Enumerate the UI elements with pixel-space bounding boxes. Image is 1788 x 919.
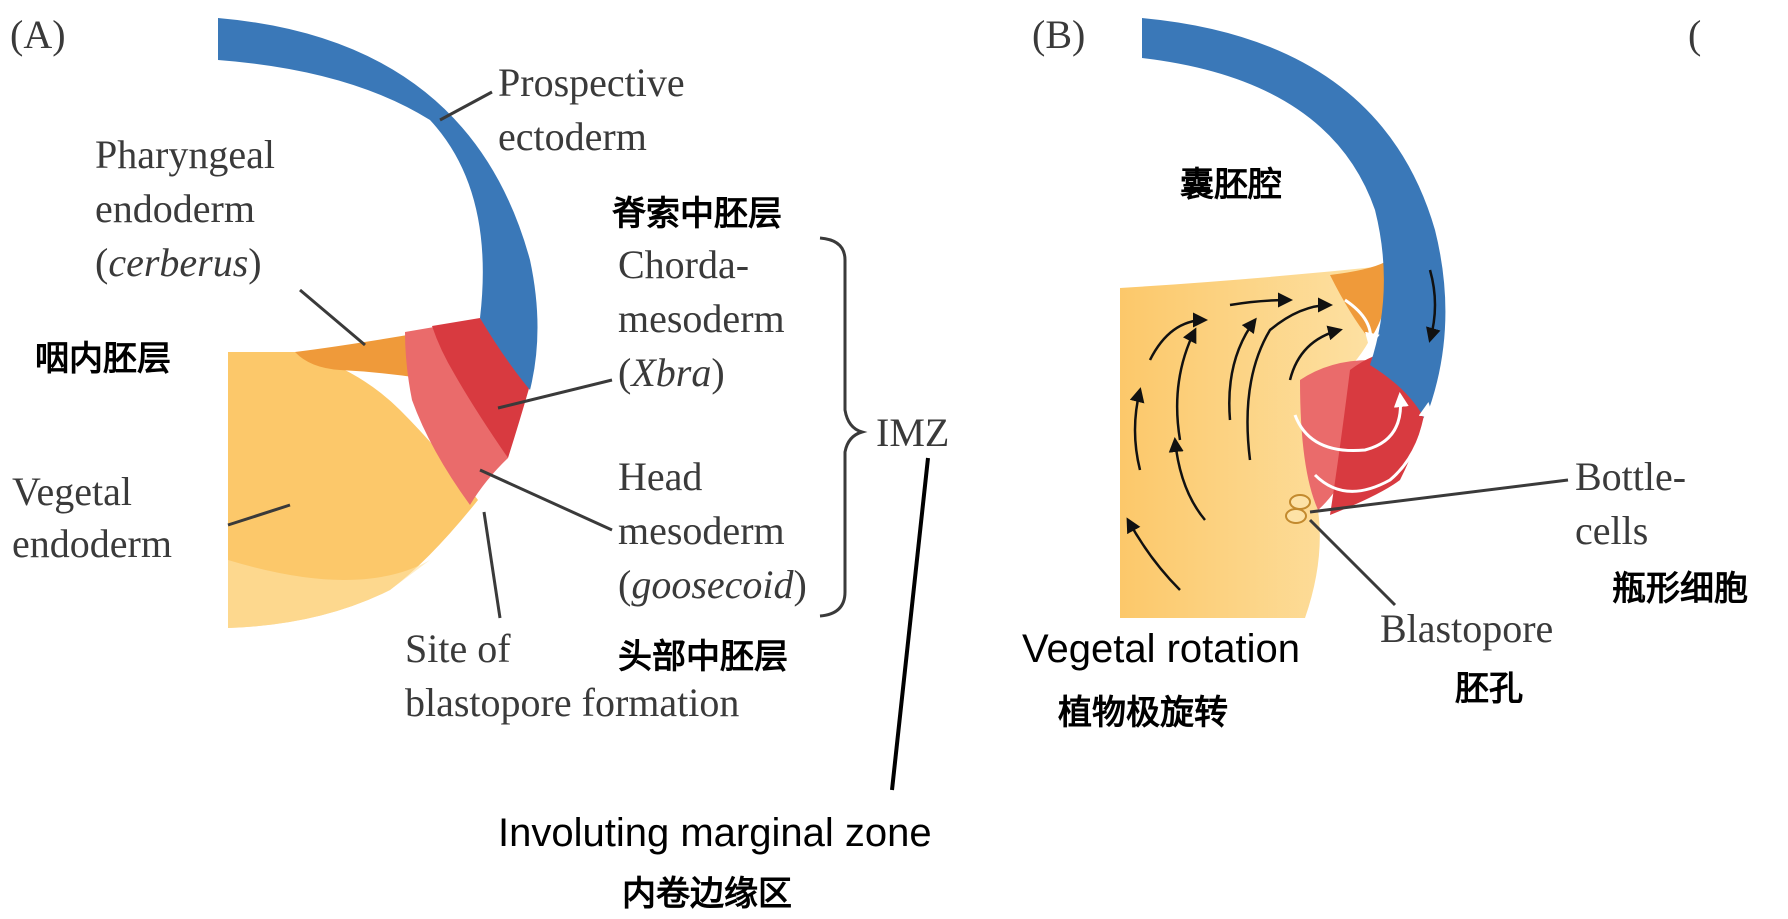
leader-site-of-blastopore <box>482 511 502 619</box>
label-head-mesoderm-cn: 头部中胚层 <box>618 637 788 677</box>
vegetal-endoderm-highlight <box>228 560 430 628</box>
label-goosecoid-line: (goosecoid) <box>618 562 807 607</box>
label-cerberus-line: (cerberus) <box>95 240 262 285</box>
leader-vegetal-endoderm <box>227 503 291 527</box>
bottle-cells <box>1285 494 1311 524</box>
label-vegetal-rotation: Vegetal rotation <box>1022 627 1300 671</box>
label-chorda: Chorda- <box>618 242 749 287</box>
pharyngeal-endoderm-region <box>295 332 428 378</box>
involution-arrows <box>1293 298 1434 493</box>
panel-a: (A) Prospective ectoderm Pharyngeal endo… <box>10 12 949 914</box>
label-involuting-marginal-zone-cn: 内卷边缘区 <box>622 874 792 914</box>
label-chordamesoderm-cn: 脊索中胚层 <box>612 194 782 234</box>
vegetal-endoderm-region <box>228 352 478 628</box>
vegetal-rotation-arrows <box>1126 269 1441 591</box>
label-bottle-cells-cn: 瓶形细胞 <box>1612 569 1748 609</box>
label-prospective: Prospective <box>498 60 685 105</box>
panel-a-leader-lines <box>227 90 930 791</box>
label-xbra-line: (Xbra) <box>618 350 725 395</box>
label-chorda-mesoderm: mesoderm <box>618 296 785 341</box>
leader-imz <box>890 457 930 791</box>
label-vegetal-endoderm: endoderm <box>12 521 172 566</box>
panel-c-tag-partial: ( <box>1688 12 1701 57</box>
label-cells: cells <box>1575 508 1648 553</box>
leader-blastopore <box>1308 518 1397 607</box>
panel-a-tag: (A) <box>10 12 66 57</box>
label-bottle: Bottle- <box>1575 454 1686 499</box>
label-blastocoel-cn: 囊胚腔 <box>1180 165 1282 205</box>
leader-pharyngeal-endoderm <box>299 288 366 347</box>
leader-prospective-ectoderm <box>439 90 493 122</box>
prospective-ectoderm-region <box>218 18 538 390</box>
label-head: Head <box>618 454 702 499</box>
label-blastopore: Blastopore <box>1380 606 1553 651</box>
label-head-mesoderm: mesoderm <box>618 508 785 553</box>
label-ectoderm: ectoderm <box>498 114 647 159</box>
label-pharyngeal-endoderm-cn: 咽内胚层 <box>35 339 171 379</box>
label-vegetal: Vegetal <box>12 469 132 514</box>
label-vegetal-rotation-cn: 植物极旋转 <box>1058 693 1228 733</box>
panel-b-leader-lines <box>1308 478 1569 607</box>
panel-b-tag: (B) <box>1032 12 1085 57</box>
ectoderm-b-region <box>1142 18 1446 420</box>
pharyngeal-endoderm-b-region <box>1330 262 1388 340</box>
label-blastopore-cn: 胚孔 <box>1455 669 1523 709</box>
head-mesoderm-region <box>405 326 508 505</box>
leader-head-mesoderm <box>479 468 613 532</box>
label-pharyngeal-endoderm: endoderm <box>95 186 255 231</box>
imz-brace <box>819 236 868 618</box>
label-site-of: Site of <box>405 626 511 671</box>
panel-b: (B) ( <box>1022 12 1748 733</box>
label-involuting-marginal-zone: Involuting marginal zone <box>498 811 932 855</box>
chordamesoderm-region <box>432 318 530 458</box>
leader-chordamesoderm <box>497 378 613 410</box>
label-blastopore-formation: blastopore formation <box>405 680 739 725</box>
label-imz: IMZ <box>876 410 949 455</box>
leader-bottle-cells <box>1309 478 1569 514</box>
label-pharyngeal: Pharyngeal <box>95 132 275 177</box>
